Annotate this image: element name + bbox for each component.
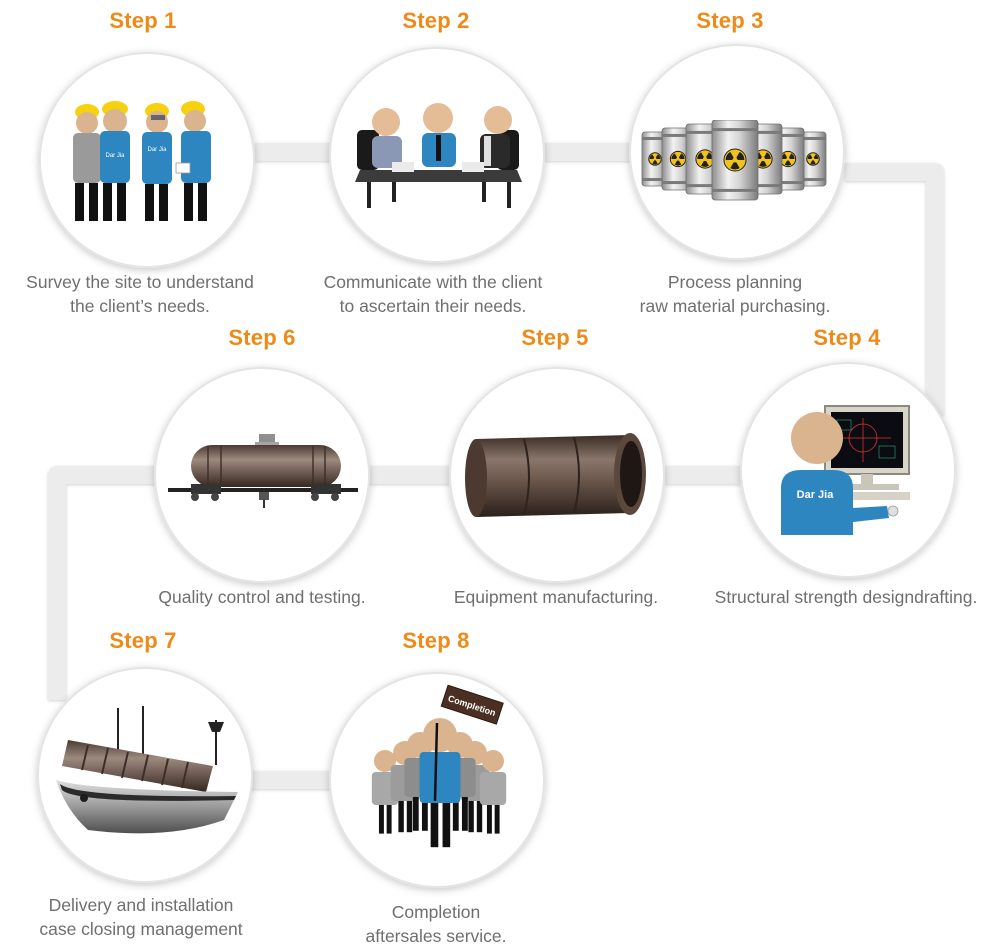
step-8-caption: Completion aftersales service. [286,900,586,948]
step-7-caption: Delivery and installation case closing m… [0,893,291,941]
step-2-title: Step 2 [402,8,470,33]
caption-line: raw material purchasing. [639,296,831,316]
caption-line: to ascertain their needs. [339,296,527,316]
step-5-title: Step 5 [521,325,589,350]
shirt-text: Dar Jia [797,489,835,501]
caption-line: Completion [391,902,481,922]
barrel [799,131,827,187]
step-4-title: Step 4 [813,325,881,350]
caption-line: Quality control and testing. [158,587,366,607]
caption-line: the client’s needs. [70,296,210,316]
caption-line: case closing management [39,919,243,939]
caption-line: Delivery and installation [48,895,234,915]
caption-line: Survey the site to understand [26,272,254,292]
step-6-caption: Quality control and testing. [112,585,412,609]
caption-line: Process planning [667,272,803,292]
cargo-ship-icon [56,706,238,834]
caption-line: Structural strength designdrafting. [714,587,978,607]
caption-line: Equipment manufacturing. [453,587,659,607]
step-1-caption: Survey the site to understand the client… [0,270,290,318]
designer-computer-icon: Dar Jia [781,405,910,535]
barrel [641,131,669,187]
caption-line: aftersales service. [365,926,507,946]
step-4-caption: Structural strength designdrafting. [696,585,996,609]
step-5-caption: Equipment manufacturing. [406,585,706,609]
meeting-table-icon [355,103,522,208]
completion-crowd-icon: Completion [371,684,507,848]
steel-pipe-icon [465,433,646,517]
shirt-text: Dar Jia [105,153,125,159]
step-3-caption: Process planning raw material purchasing… [585,270,885,318]
tank-car-icon [168,434,358,508]
person [419,718,461,848]
barrel [711,120,759,201]
step-3-title: Step 3 [696,8,764,33]
step-2-caption: Communicate with the client to ascertain… [283,270,583,318]
step-6-title: Step 6 [228,325,296,350]
step-7-title: Step 7 [109,628,177,653]
person [479,750,507,834]
shirt-text: Dar Jia [147,147,167,153]
step-1-title: Step 1 [109,8,177,33]
radioactive-barrels-icon [641,120,827,201]
survey-workers-icon: Dar Jia Dar Jia [73,101,211,221]
step-8-title: Step 8 [402,628,470,653]
caption-line: Communicate with the client [323,272,543,292]
